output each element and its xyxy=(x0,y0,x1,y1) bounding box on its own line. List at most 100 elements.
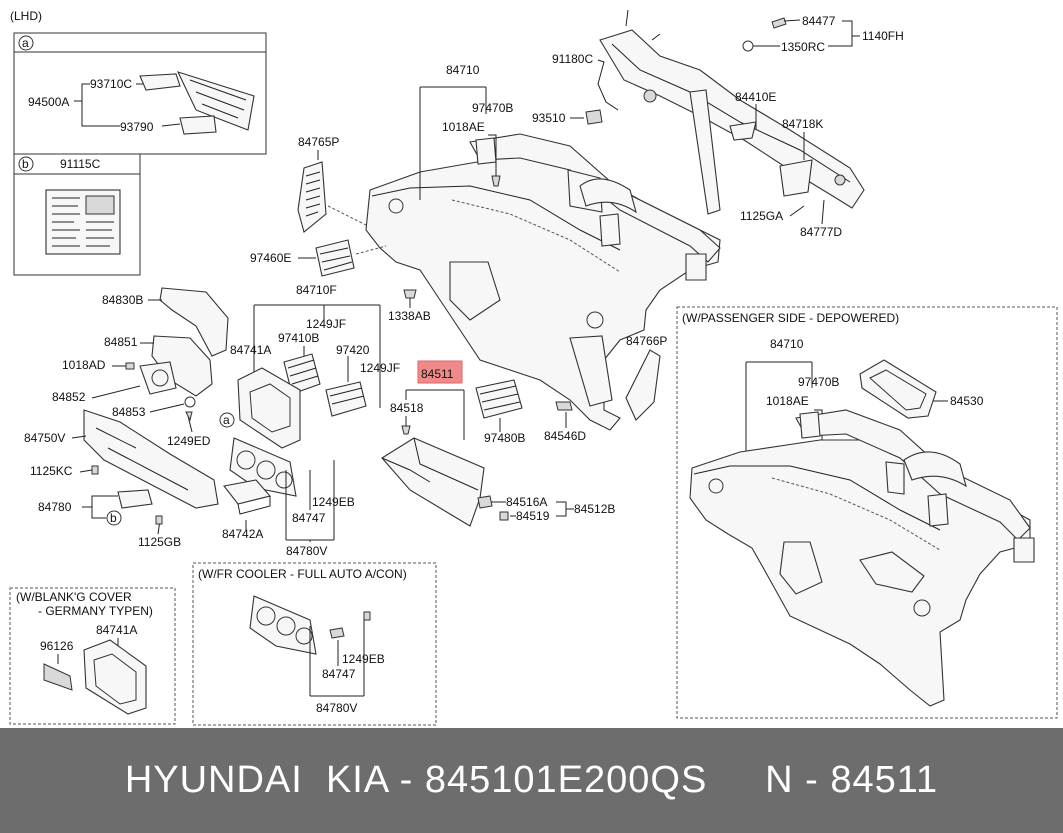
label-97480B: 97480B xyxy=(484,431,525,445)
passenger-crash-pad-drawing xyxy=(689,439,1031,707)
fr-cooler-title: (W/FR COOLER - FULL AUTO A/CON) xyxy=(198,567,407,581)
label-91115C: 91115C xyxy=(60,157,101,171)
blank-fascia-84741A xyxy=(83,639,147,715)
label-97470B: 97470B xyxy=(472,101,513,115)
passenger-title: (W/PASSENGER SIDE - DEPOWERED) xyxy=(682,311,899,325)
fr-cooler-label-84747: 84747 xyxy=(322,667,356,681)
blanking-label-96126: 96126 xyxy=(40,639,74,653)
bolt-84477 xyxy=(742,17,801,52)
side-duct-drawing xyxy=(469,133,721,281)
label-84410E: 84410E xyxy=(735,90,776,104)
label-84516A: 84516A xyxy=(506,495,547,509)
blank-cover-96126 xyxy=(43,663,73,691)
cowl-cross-bar-drawing xyxy=(599,9,865,215)
cluster-hood-84830B xyxy=(159,287,229,357)
label-84741A: 84741A xyxy=(230,343,271,357)
clip-84546D xyxy=(555,401,573,411)
label-84747: 84747 xyxy=(292,511,326,525)
bracket-84780 xyxy=(117,489,153,509)
label-93710C: 93710C xyxy=(90,77,132,91)
switch-module-drawing xyxy=(139,71,255,135)
crash-pad-drawing xyxy=(365,153,721,431)
switch-84852 xyxy=(139,361,177,395)
label-84718K: 84718K xyxy=(782,117,823,131)
side-vent-97480B xyxy=(475,379,523,419)
label-84765P: 84765P xyxy=(298,135,339,149)
passenger-label-84530: 84530 xyxy=(950,394,984,408)
label-84742A: 84742A xyxy=(222,527,263,541)
fr-cooler-label-84780V: 84780V xyxy=(316,701,357,715)
label-84710F: 84710F xyxy=(296,283,337,297)
label-84518: 84518 xyxy=(390,401,424,415)
label-84777D: 84777D xyxy=(800,225,842,239)
label-94500A: 94500A xyxy=(28,95,69,109)
svg-text:a: a xyxy=(22,36,29,50)
label-84830B: 84830B xyxy=(102,293,143,307)
callout-a-circle: a xyxy=(18,35,34,51)
label-84750V: 84750V xyxy=(24,431,65,445)
label-93790: 93790 xyxy=(120,120,154,134)
tray-84742A xyxy=(223,479,272,515)
label-84511: 84511 xyxy=(421,367,454,381)
passenger-label-84710: 84710 xyxy=(770,337,804,351)
glove-box-84511 xyxy=(381,437,485,527)
label-1018AD: 1018AD xyxy=(62,358,106,372)
label-1125GB: 1125GB xyxy=(138,535,181,549)
label-97410B: 97410B xyxy=(278,331,319,345)
label-84780: 84780 xyxy=(38,500,72,514)
highlight-84511 xyxy=(417,360,463,384)
label-84853: 84853 xyxy=(112,405,146,419)
fr-cooler-heater-control xyxy=(249,595,371,655)
label-1125GA: 1125GA xyxy=(740,209,783,223)
label-97420: 97420 xyxy=(336,343,370,357)
fr-cooler-box xyxy=(192,562,437,726)
passenger-label-1018AE: 1018AE xyxy=(766,394,809,408)
label-1249JF-b: 1249JF xyxy=(360,361,400,375)
blanking-title-1: (W/BLANK'G COVER xyxy=(16,590,132,604)
inset-b-box xyxy=(13,153,141,276)
center-fascia-84741A xyxy=(237,367,301,449)
lhd-label: (LHD) xyxy=(10,9,42,23)
center-vent-right xyxy=(325,381,367,417)
label-84519: 84519 xyxy=(516,509,550,523)
svg-text:a: a xyxy=(223,413,230,427)
label-84851: 84851 xyxy=(104,335,138,349)
label-93510: 93510 xyxy=(532,111,566,125)
label-84780V: 84780V xyxy=(286,544,327,558)
label-1018AE: 1018AE xyxy=(442,120,485,134)
ring-84853 xyxy=(184,396,196,408)
footer-part-number-text: HYUNDAI KIA - 845101E200QS N - 84511 xyxy=(124,759,939,801)
heater-control-84780V xyxy=(229,437,297,497)
side-vent-97460E xyxy=(315,239,355,277)
blanking-title-2: - GERMANY TYPEN) xyxy=(38,604,153,618)
footer-banner: HYUNDAI KIA - 845101E200QS N - 84511 xyxy=(0,728,1063,833)
blanking-box xyxy=(9,587,176,725)
passenger-duct-drawing xyxy=(795,409,1035,563)
label-1350RC: 1350RC xyxy=(781,40,825,54)
parts-diagram: (LHD) a 94500A 93710C 93790 b 91115C xyxy=(9,9,1058,726)
label-1249ED: 1249ED xyxy=(167,434,211,448)
callout-b-small: b xyxy=(106,510,122,526)
lower-cover-84851 xyxy=(151,335,213,397)
label-84766P: 84766P xyxy=(626,334,667,348)
airbag-door-84530 xyxy=(859,359,937,419)
label-91180C: 91180C xyxy=(552,52,593,66)
passenger-label-97470B: 97470B xyxy=(798,375,839,389)
label-84546D: 84546D xyxy=(544,429,586,443)
label-84852: 84852 xyxy=(52,390,86,404)
fr-cooler-label-1249EB: 1249EB xyxy=(342,652,385,666)
blanking-label-84741A: 84741A xyxy=(96,623,137,637)
passenger-box xyxy=(676,306,1058,719)
side-cover-84765P xyxy=(297,161,327,233)
label-84710: 84710 xyxy=(446,63,480,77)
svg-text:b: b xyxy=(110,511,117,525)
label-97460E: 97460E xyxy=(250,251,291,265)
label-84512B: 84512B xyxy=(574,502,615,516)
callout-b-circle: b xyxy=(18,156,34,172)
side-cover-84766P xyxy=(625,349,661,421)
callout-a-small: a xyxy=(219,412,235,428)
label-sticker-drawing xyxy=(45,189,121,255)
label-1338AB: 1338AB xyxy=(388,309,431,323)
label-1249EB: 1249EB xyxy=(312,495,355,509)
label-1249JF: 1249JF xyxy=(306,317,346,331)
